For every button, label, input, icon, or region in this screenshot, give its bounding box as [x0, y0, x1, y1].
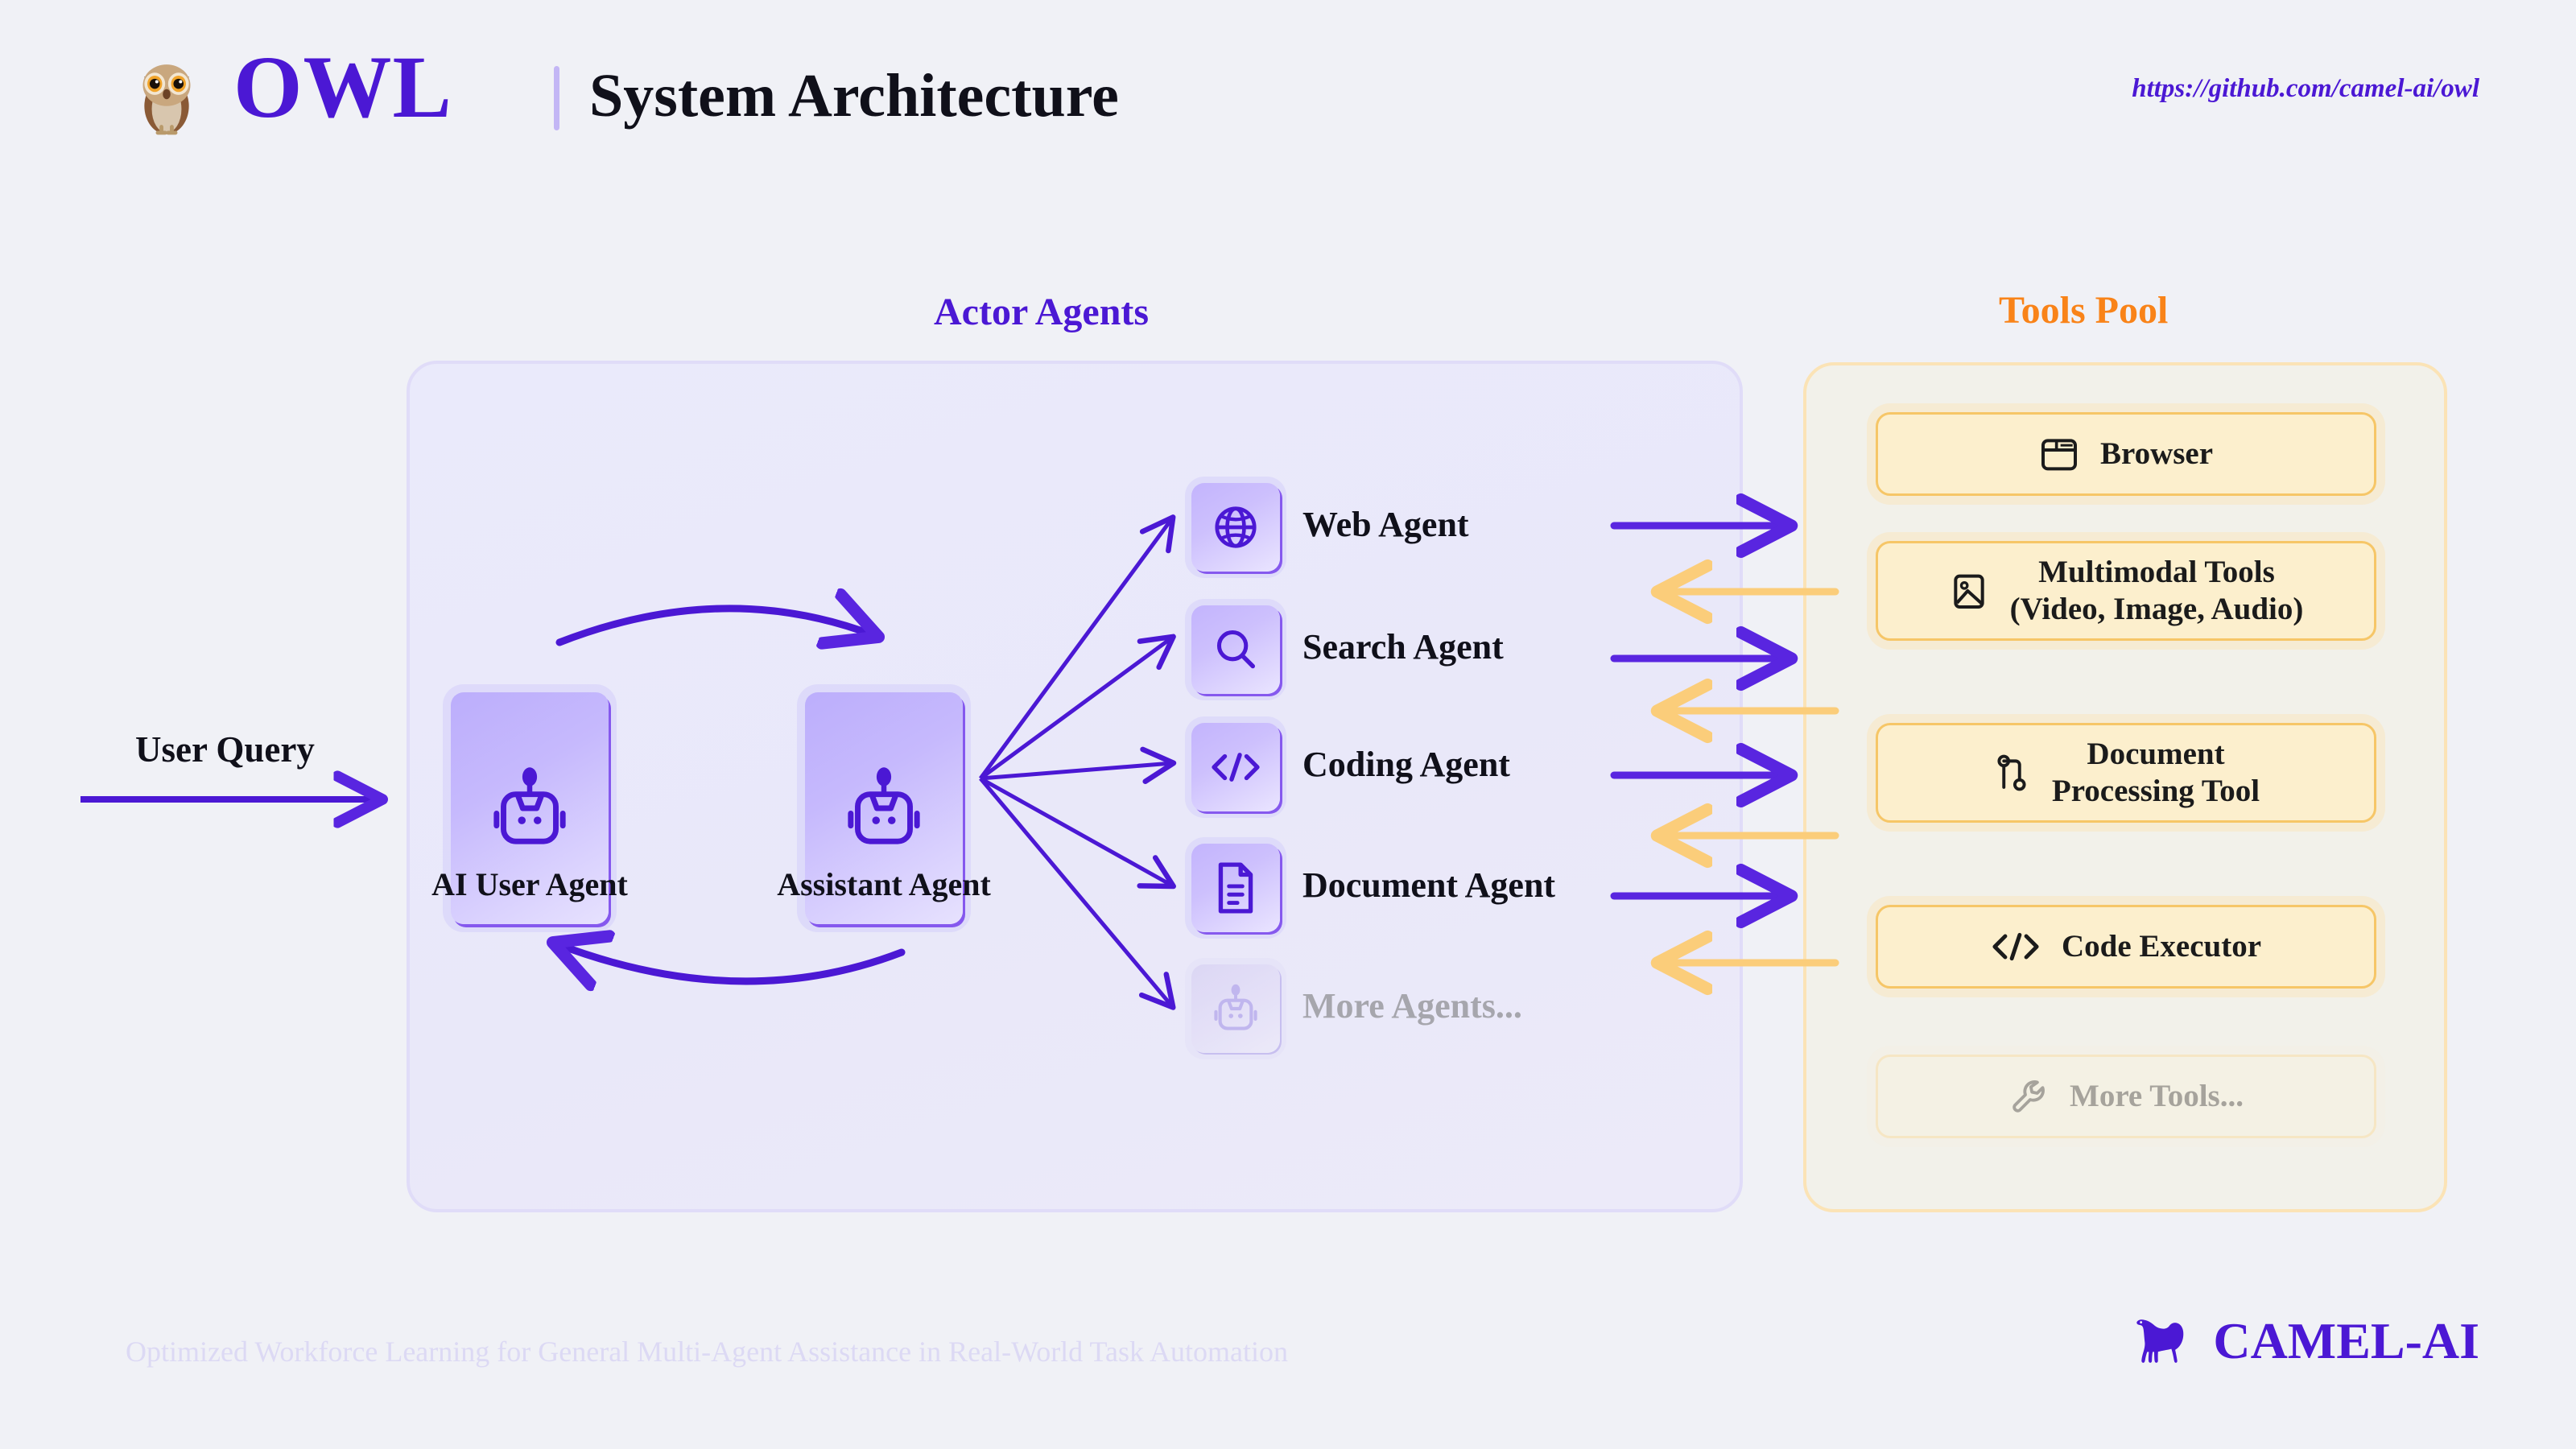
document-icon [1218, 862, 1253, 914]
tool-label-more-tools: More Tools... [2070, 1078, 2244, 1113]
search-agent-label: Search Agent [1302, 627, 1504, 667]
footer-tagline: Optimized Workforce Learning for General… [126, 1335, 1288, 1368]
tool-card-more-tools[interactable]: More Tools... [1876, 1055, 2376, 1138]
web-agent-tile[interactable] [1191, 483, 1280, 572]
document-agent-tile[interactable] [1191, 844, 1280, 932]
tool-card-multimodal[interactable]: Multimodal Tools (Video, Image, Audio) [1876, 541, 2376, 641]
git-branch-icon [1992, 752, 2031, 794]
robot-icon [1214, 984, 1257, 1030]
ai-user-agent-tile[interactable] [451, 692, 609, 924]
code-icon [1212, 753, 1260, 782]
section-title-actor-agents: Actor Agents [934, 291, 1150, 333]
tool-card-code-executor[interactable]: Code Executor [1876, 905, 2376, 989]
robot-icon [848, 767, 920, 844]
tool-label-multimodal: Multimodal Tools (Video, Image, Audio) [2009, 554, 2304, 626]
user-query-label: User Query [135, 729, 315, 770]
tool-card-browser[interactable]: Browser [1876, 412, 2376, 496]
owl-icon [119, 47, 214, 142]
coding-agent-tile[interactable] [1191, 723, 1280, 811]
brand-divider [554, 66, 559, 130]
brand-title: OWL [233, 38, 452, 136]
tool-label-document-processing: Document Processing Tool [2051, 736, 2260, 808]
ai-user-agent-label: AI User Agent [431, 866, 628, 902]
assistant-agent-label: Assistant Agent [777, 866, 991, 902]
image-icon [1949, 571, 1989, 611]
more-agents-tile[interactable] [1191, 964, 1280, 1053]
repo-url-link[interactable]: https://github.com/camel-ai/owl [2132, 74, 2479, 103]
section-title-tools-pool: Tools Pool [1999, 289, 2169, 332]
page-subtitle: System Architecture [589, 62, 1119, 130]
camel-ai-logo: CAMEL-AI [2128, 1308, 2479, 1373]
tool-label-code-executor: Code Executor [2061, 928, 2262, 964]
search-agent-tile[interactable] [1191, 605, 1280, 694]
camel-ai-logo-text: CAMEL-AI [2213, 1311, 2479, 1369]
robot-icon [493, 767, 566, 844]
tool-label-browser: Browser [2099, 436, 2214, 471]
coding-agent-label: Coding Agent [1302, 745, 1510, 784]
camel-icon [2128, 1308, 2198, 1373]
web-agent-label: Web Agent [1302, 505, 1469, 544]
document-agent-label: Document Agent [1302, 865, 1556, 905]
browser-window-icon [2039, 434, 2079, 474]
code-icon [1991, 930, 2041, 964]
wrench-icon [2008, 1076, 2049, 1117]
assistant-agent-tile[interactable] [805, 692, 963, 924]
more-agents-label: More Agents... [1302, 986, 1522, 1026]
globe-icon [1215, 506, 1257, 548]
tool-card-document-processing[interactable]: Document Processing Tool [1876, 723, 2376, 823]
search-icon [1216, 630, 1256, 669]
